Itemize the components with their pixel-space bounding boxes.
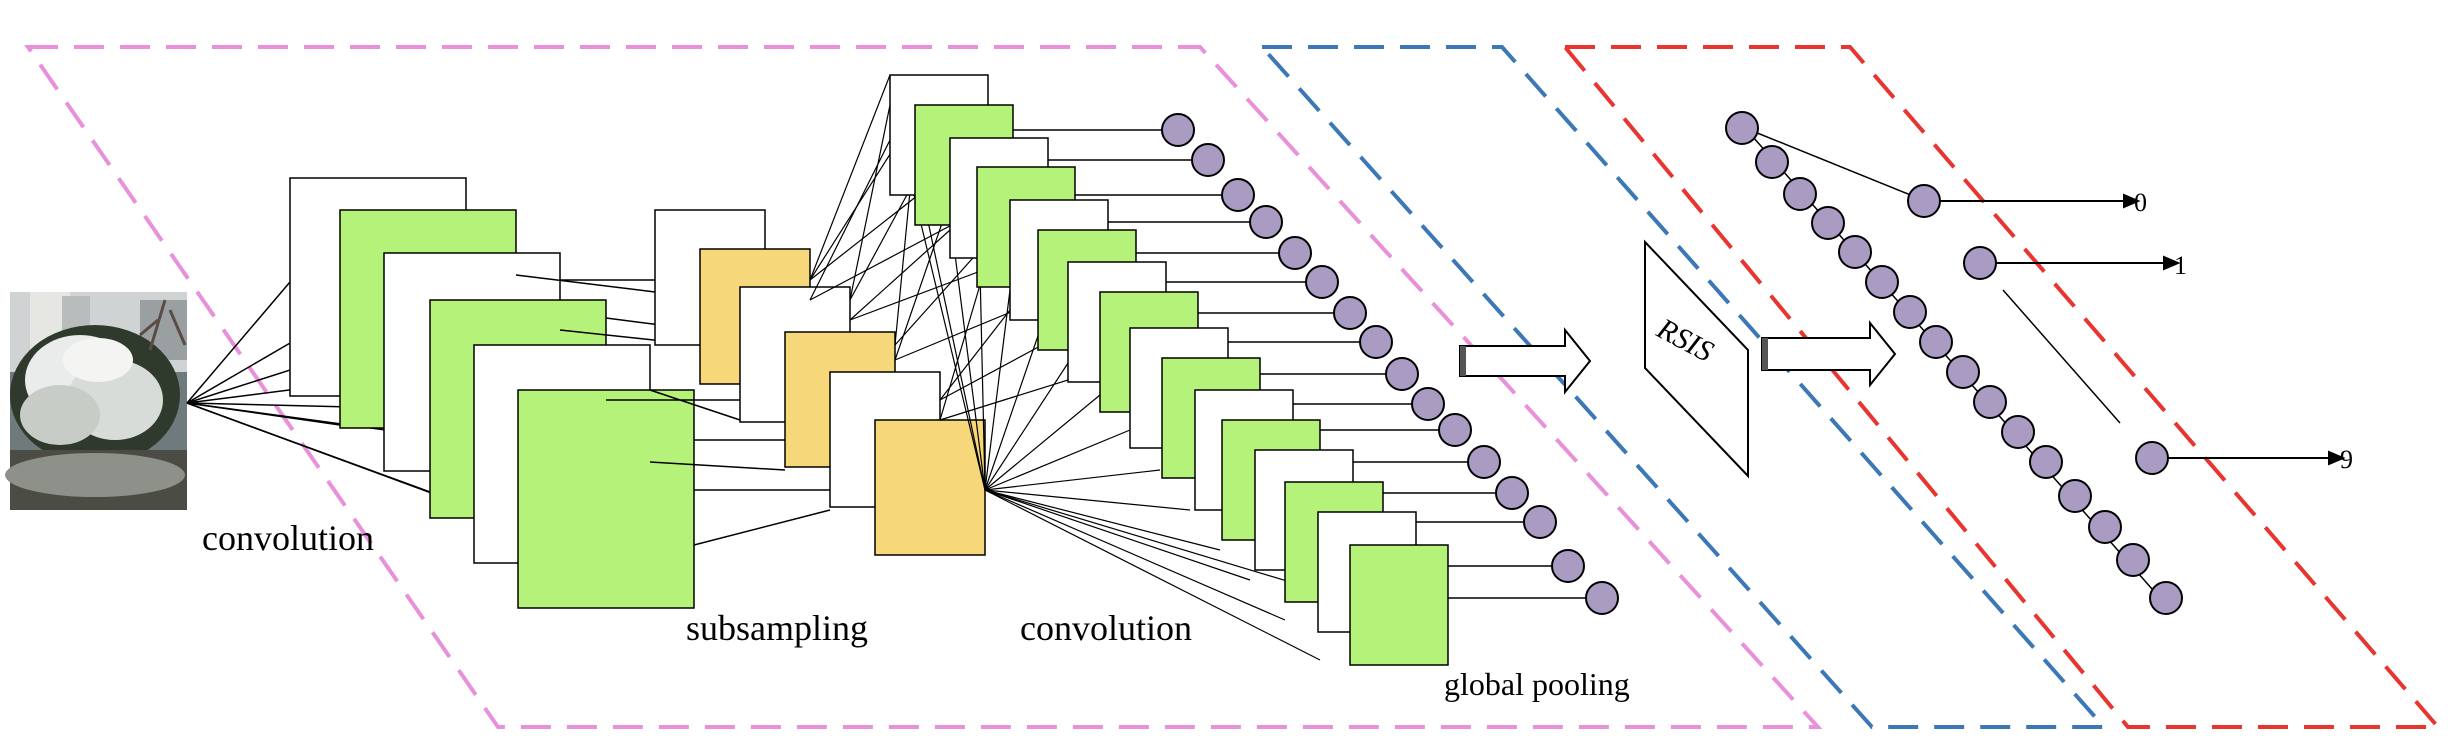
conv1-feature-maps	[289, 177, 695, 609]
conv-subsample-connections	[515, 274, 831, 546]
global-pooling-label: global pooling	[1444, 666, 1630, 702]
output-nodes	[1907, 184, 2169, 475]
subsampling-maps	[654, 209, 986, 556]
output-arrows	[1940, 193, 2346, 466]
block-arrow-icon	[1761, 320, 1897, 388]
input-photo-icon	[5, 292, 187, 510]
block-arrow-tail	[1762, 338, 1768, 370]
rsis-block	[1644, 239, 1749, 479]
classifier-region	[1560, 45, 2443, 729]
conv2-feature-maps	[889, 74, 1449, 666]
output-label-9: 9	[2340, 445, 2353, 474]
rsis-region	[1257, 45, 2109, 729]
output-label-1: 1	[2174, 251, 2187, 280]
pooling-connections	[1013, 129, 1602, 599]
block-arrow-tail	[1460, 346, 1466, 376]
convolution-label-2: convolution	[1020, 608, 1192, 648]
block-arrow-icon	[1459, 327, 1592, 395]
subsampling-label: subsampling	[686, 608, 868, 648]
convolution-label-1: convolution	[202, 518, 374, 558]
feature-extraction-region	[24, 45, 1823, 729]
output-label-0: 0	[2134, 188, 2147, 217]
classifier-input-nodes	[1725, 111, 2183, 615]
global-pooling-nodes	[1161, 113, 1619, 615]
